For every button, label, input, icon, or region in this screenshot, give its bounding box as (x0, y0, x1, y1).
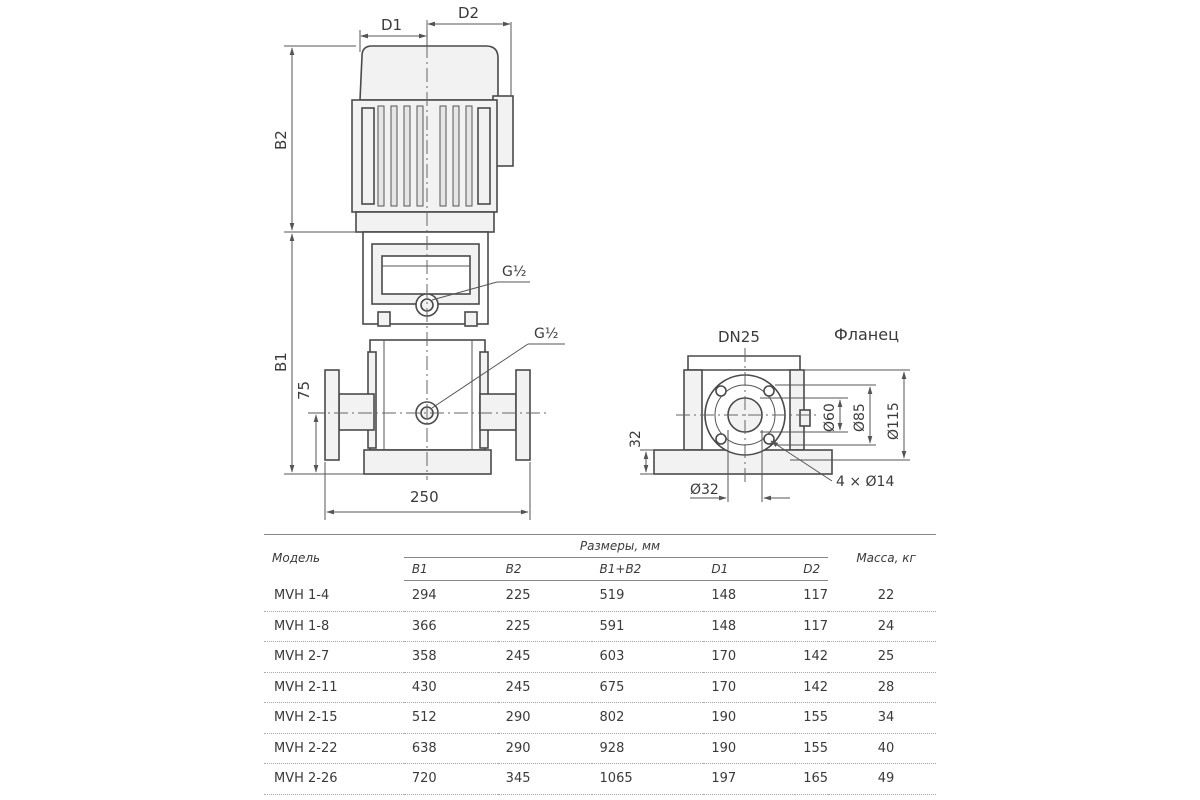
cell-model: MVH 2-15 (264, 702, 404, 734)
cell-d1: 197 (703, 763, 796, 795)
cell-b1: 358 (403, 641, 498, 673)
cell-d2: 165 (795, 763, 829, 795)
cell-d2: 142 (795, 641, 829, 673)
cell-mass: 28 (828, 672, 936, 703)
table-header-row: Модель Размеры, мм Масса, кг (264, 534, 936, 581)
cell-mass: 34 (828, 702, 936, 734)
label-dn25: DN25 (718, 328, 760, 346)
cell-d2: 155 (795, 702, 829, 734)
flange-view: DN25 Фланец Ø60 Ø85 (628, 325, 910, 502)
label-d85: Ø85 (852, 403, 868, 432)
table-row: MVH 2-15 512 290 802 190 155 34 (264, 702, 936, 734)
flange-bolt-holes (715, 385, 775, 445)
cell-model: MVH 2-26 (264, 763, 404, 795)
cell-d2: 117 (795, 580, 829, 612)
cell-model: MVH 2-7 (264, 641, 404, 673)
pump-front-view: D1 D2 B2 B1 75 G½ G½ 250 (272, 4, 565, 520)
dims-header: Размеры, мм (403, 534, 829, 558)
cell-model: MVH 1-4 (264, 580, 404, 612)
right-flange (515, 369, 531, 461)
label-d115: Ø115 (886, 402, 902, 440)
label-b2: B2 (272, 130, 290, 150)
label-d2: D2 (458, 4, 479, 22)
col-d2: D2 (795, 557, 829, 581)
table-row: MVH 2-22 638 290 928 190 155 40 (264, 733, 936, 764)
table-row: MVH 1-4 294 225 519 148 117 22 (264, 580, 936, 612)
cell-b1: 294 (403, 580, 498, 612)
label-holes: 4 × Ø14 (836, 474, 894, 490)
pump-dimension-drawing: D1 D2 B2 B1 75 G½ G½ 250 DN25 Фланец (272, 4, 910, 520)
cell-b2: 225 (497, 611, 592, 642)
cell-b2: 290 (497, 733, 592, 764)
label-d60: Ø60 (822, 403, 838, 432)
cell-b1b2: 519 (591, 580, 704, 612)
label-port-upper: G½ (502, 264, 526, 280)
cell-b2: 245 (497, 641, 592, 673)
mass-header: Масса, кг (828, 534, 936, 581)
cell-d1: 148 (703, 611, 796, 642)
cell-d1: 170 (703, 641, 796, 673)
model-header: Модель (264, 534, 404, 581)
cell-b1b2: 591 (591, 611, 704, 642)
col-b1b2: B1+B2 (591, 557, 704, 581)
label-32: 32 (628, 430, 644, 448)
cell-b2: 290 (497, 702, 592, 734)
motor-base-ring (355, 211, 495, 233)
cell-d2: 117 (795, 611, 829, 642)
motor-body (351, 99, 498, 213)
cell-b1: 430 (403, 672, 498, 703)
col-b1: B1 (403, 557, 498, 581)
cell-model: MVH 2-11 (264, 672, 404, 703)
label-75: 75 (295, 381, 313, 400)
cell-b1b2: 1065 (591, 763, 704, 795)
motor-fins (377, 105, 473, 207)
cell-b2: 345 (497, 763, 592, 795)
table-row: MVH 2-7 358 245 603 170 142 25 (264, 641, 936, 673)
label-d32: Ø32 (690, 482, 719, 498)
label-d1: D1 (381, 16, 402, 34)
table-subheader-row: B1 B2 B1+B2 D1 D2 (264, 557, 936, 581)
col-b2: B2 (497, 557, 592, 581)
cell-mass: 40 (828, 733, 936, 764)
table-row: MVH 2-11 430 245 675 170 142 28 (264, 672, 936, 703)
cell-b2: 225 (497, 580, 592, 612)
cell-b2: 245 (497, 672, 592, 703)
cell-b1: 366 (403, 611, 498, 642)
dimensions-table: Модель Размеры, мм Масса, кг B1 B2 B1+B2… (264, 534, 936, 795)
cell-d2: 142 (795, 672, 829, 703)
cell-b1b2: 928 (591, 733, 704, 764)
cell-b1: 512 (403, 702, 498, 734)
label-250: 250 (410, 488, 439, 506)
cell-mass: 24 (828, 611, 936, 642)
cell-b1b2: 675 (591, 672, 704, 703)
label-port-lower: G½ (534, 326, 558, 342)
cell-d1: 170 (703, 672, 796, 703)
col-d1: D1 (703, 557, 796, 581)
cell-mass: 22 (828, 580, 936, 612)
cell-model: MVH 1-8 (264, 611, 404, 642)
cell-b1: 638 (403, 733, 498, 764)
right-pipe (479, 393, 517, 431)
table-row: MVH 2-26 720 345 1065 197 165 49 (264, 763, 936, 795)
motor-cap (359, 45, 499, 101)
cell-mass: 49 (828, 763, 936, 795)
cell-mass: 25 (828, 641, 936, 673)
cell-d1: 148 (703, 580, 796, 612)
left-flange (324, 369, 340, 461)
flange-title: Фланец (834, 325, 899, 344)
left-pipe (338, 393, 375, 431)
cell-b1: 720 (403, 763, 498, 795)
cell-b1b2: 603 (591, 641, 704, 673)
cell-model: MVH 2-22 (264, 733, 404, 764)
cell-d2: 155 (795, 733, 829, 764)
cell-d1: 190 (703, 702, 796, 734)
table-row: MVH 1-8 366 225 591 148 117 24 (264, 611, 936, 642)
label-b1: B1 (272, 352, 290, 372)
cell-d1: 190 (703, 733, 796, 764)
cell-b1b2: 802 (591, 702, 704, 734)
